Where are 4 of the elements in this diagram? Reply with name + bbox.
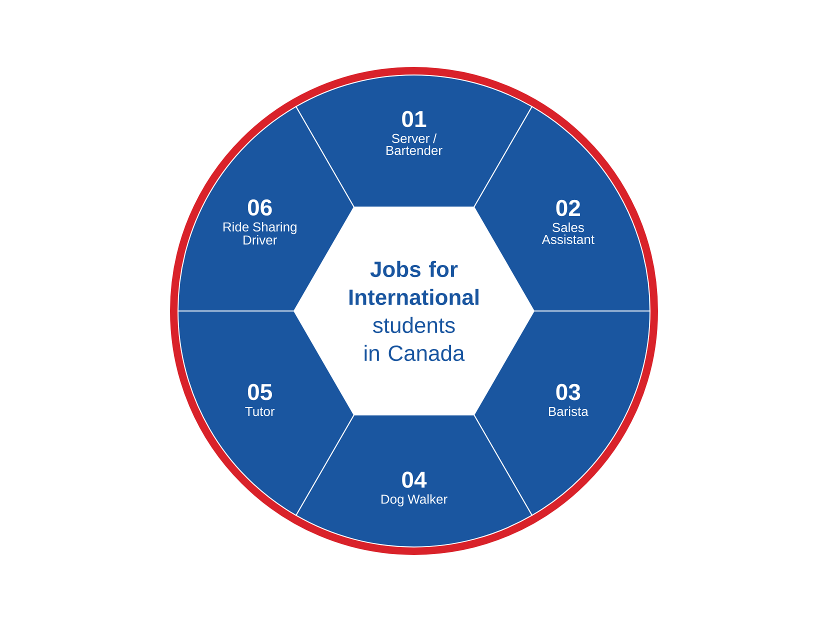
ring-segment: 04 Dog Walker <box>296 414 532 548</box>
ring-segment: 01 Server / Bartender <box>296 74 532 208</box>
ring-segment: 05 Tutor <box>178 310 354 516</box>
ring-segment: 03 Barista <box>474 310 650 516</box>
